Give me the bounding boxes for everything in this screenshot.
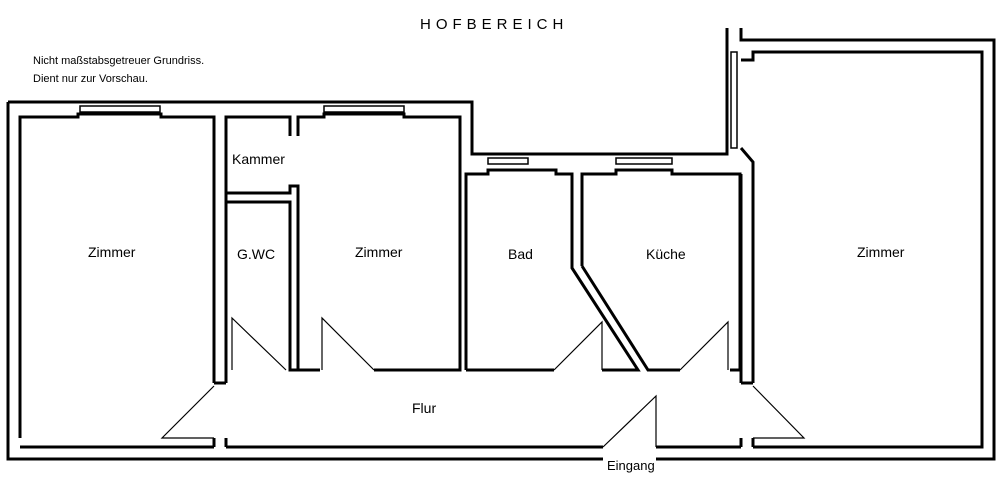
- room-label-zimmer-right: Zimmer: [857, 244, 905, 260]
- room-label-zimmer-left: Zimmer: [88, 244, 136, 260]
- right-room-wall: [739, 147, 755, 383]
- window-bad: [487, 157, 529, 165]
- window-middle-room: [323, 105, 405, 113]
- window-left-room: [79, 105, 161, 113]
- window-right-room: [730, 51, 738, 149]
- outer-wall: [8, 28, 996, 461]
- door-gwc: [231, 316, 287, 371]
- door-eingang: [602, 394, 657, 448]
- page-title: HOFBEREICH: [420, 16, 569, 33]
- room-label-kueche: Küche: [646, 246, 686, 262]
- door-zimmer-middle: [321, 316, 375, 371]
- room-label-flur: Flur: [412, 400, 437, 416]
- door-bad: [553, 320, 603, 371]
- room-label-kammer: Kammer: [232, 151, 285, 167]
- kueche-walls: [580, 168, 742, 372]
- door-zimmer-left: [160, 385, 215, 439]
- inner-wall-bottom: [20, 50, 984, 449]
- outer-wall-left-segment: [6, 102, 603, 461]
- entrance-label: Eingang: [607, 458, 655, 473]
- window-kueche: [615, 157, 673, 165]
- door-zimmer-right: [752, 385, 806, 439]
- room-label-bad: Bad: [508, 246, 533, 262]
- room-label-zimmer-middle: Zimmer: [355, 244, 403, 260]
- room-label-gwc: G.WC: [237, 246, 276, 262]
- inner-wall-left-room: [18, 112, 216, 438]
- flur-wall-stubs: [212, 381, 755, 447]
- door-kueche: [679, 320, 729, 371]
- disclaimer-line-2: Dient nur zur Vorschau.: [33, 73, 148, 85]
- disclaimer-line-1: Nicht maßstabsgetreuer Grundriss.: [33, 55, 205, 67]
- kammer-bottom-wall: [226, 184, 320, 372]
- bad-walls: [464, 168, 641, 372]
- kammer-walls: [224, 112, 462, 383]
